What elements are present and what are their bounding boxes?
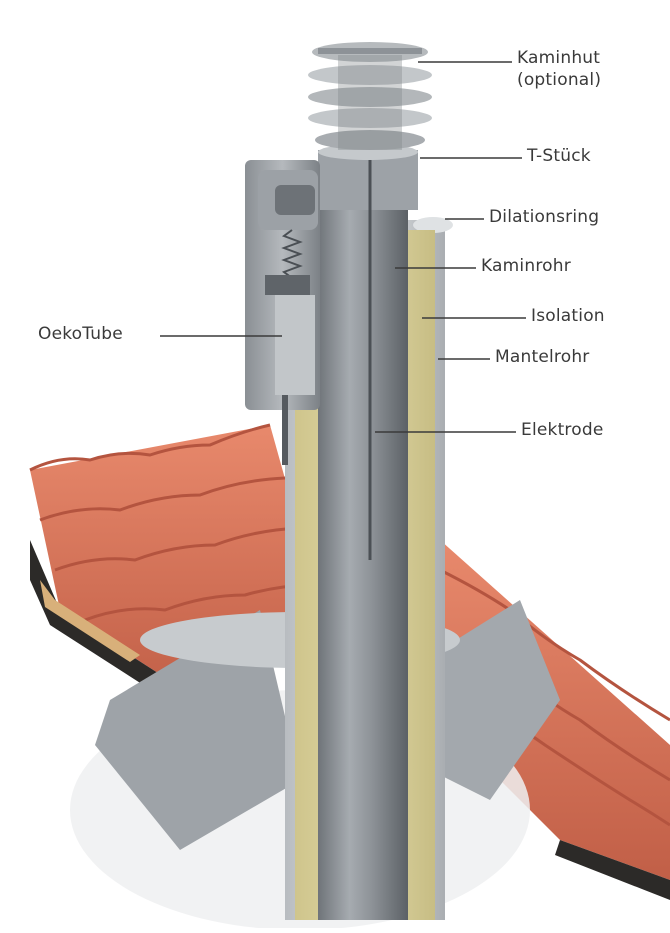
label-mantelrohr: Mantelrohr: [495, 347, 590, 367]
label-t-stueck: T-Stück: [527, 146, 591, 166]
label-kaminhut-note: (optional): [517, 70, 602, 90]
chimney-hat: [308, 42, 432, 150]
flue-pipe: [318, 144, 418, 920]
oekotube-unit: [245, 160, 320, 465]
leader-lines: [160, 61, 526, 433]
label-kaminrohr: Kaminrohr: [481, 256, 571, 276]
label-dilationsring: Dilationsring: [489, 207, 600, 227]
label-oekotube: OekoTube: [38, 324, 123, 344]
label-isolation: Isolation: [531, 306, 605, 326]
label-kaminhut: Kaminhut: [517, 48, 601, 68]
label-elektrode: Elektrode: [521, 420, 604, 440]
